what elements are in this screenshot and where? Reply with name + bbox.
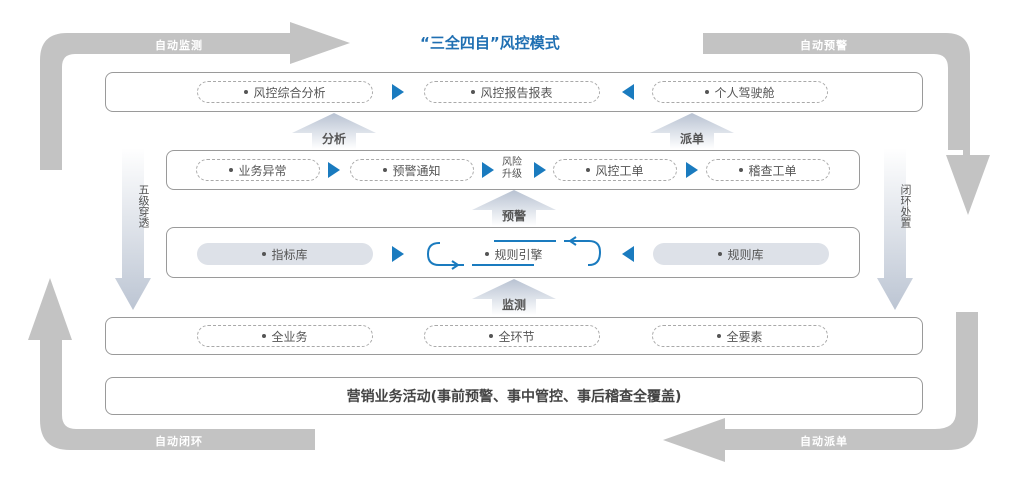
side-arrow-five-level: 五级穿透 (115, 148, 151, 310)
side-arrow-closed-loop: 闭环处置 (877, 148, 913, 310)
pill-all-stages: 全环节 (424, 325, 600, 347)
rule-engine: 规则引擎 (459, 243, 569, 265)
loop-arrow-auto-close (28, 278, 315, 450)
marketing-activity-bar: 营销业务活动(事前预警、事中管控、事后稽查全覆盖) (105, 377, 923, 415)
pill-personal-cockpit: 个人驾驶舱 (652, 81, 828, 103)
bullet-icon (739, 168, 744, 172)
arrow-right-icon (534, 162, 546, 178)
bullet-icon (485, 252, 490, 256)
pill-audit-ticket: 稽查工单 (706, 159, 830, 181)
up-arrow-analysis: 分析 (292, 113, 376, 149)
arrow-right-icon (482, 162, 494, 178)
rule-engine-cycle-icon (426, 236, 602, 270)
side-arrow-label-left: 五级穿透 (137, 184, 150, 228)
loop-arrow-auto-dispatch (663, 312, 978, 462)
bullet-icon (489, 334, 494, 338)
loop-label-auto-dispatch: 自动派单 (800, 435, 848, 448)
bullet-icon (229, 168, 234, 172)
layer-warning (166, 150, 860, 190)
layer-analysis (105, 72, 923, 112)
bullet-icon (717, 334, 722, 338)
up-arrow-dispatch: 派单 (650, 113, 734, 149)
pill-rule-library: 规则库 (653, 243, 829, 265)
diagram-title: “三全四自”风控模式 (420, 34, 560, 52)
pill-business-anomaly: 业务异常 (196, 159, 320, 181)
pill-indicator-library: 指标库 (197, 243, 373, 265)
arrow-right-icon (392, 84, 404, 100)
loop-label-auto-monitor: 自动监测 (155, 39, 203, 52)
pill-risk-report: 风控报告报表 (424, 81, 600, 103)
arrow-right-icon (686, 162, 698, 178)
arrow-left-icon (622, 84, 634, 100)
pill-all-business: 全业务 (197, 325, 373, 347)
arrow-right-icon (392, 246, 404, 262)
pill-all-elements: 全要素 (652, 325, 828, 347)
bullet-icon (471, 90, 476, 94)
loop-arrow-auto-monitor (40, 22, 350, 170)
pill-risk-ticket: 风控工单 (553, 159, 677, 181)
bullet-icon (718, 252, 723, 256)
bullet-icon (705, 90, 710, 94)
arrow-left-icon (622, 246, 634, 262)
bullet-icon (262, 334, 267, 338)
loop-label-auto-close: 自动闭环 (155, 435, 203, 448)
arrow-right-icon (328, 162, 340, 178)
up-arrow-monitor: 监测 (472, 279, 556, 315)
loop-label-auto-warning: 自动预警 (800, 39, 848, 52)
bullet-icon (586, 168, 591, 172)
bullet-icon (262, 252, 267, 256)
risk-upgrade-label: 风险 升级 (502, 157, 522, 180)
up-arrow-warning: 预警 (472, 190, 556, 226)
bullet-icon (383, 168, 388, 172)
layer-coverage (105, 317, 923, 355)
pill-risk-analysis: 风控综合分析 (197, 81, 373, 103)
pill-warning-notice: 预警通知 (350, 159, 474, 181)
side-arrow-label-right: 闭环处置 (899, 184, 912, 228)
bullet-icon (244, 90, 249, 94)
loop-arrow-auto-warning (703, 33, 990, 215)
